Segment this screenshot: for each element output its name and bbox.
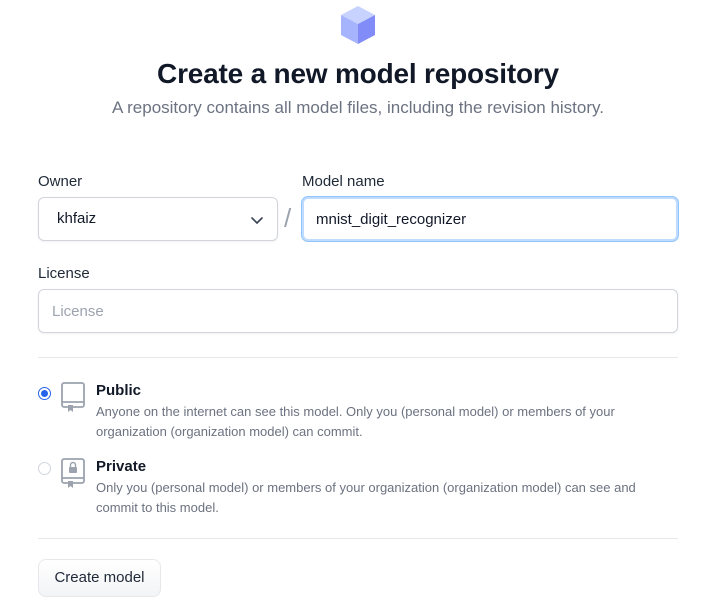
license-label: License (38, 265, 90, 282)
private-option-title: Private (96, 458, 147, 475)
divider (38, 538, 678, 539)
owner-name-separator: / (284, 203, 292, 233)
private-radio[interactable] (38, 462, 51, 475)
model-name-input[interactable] (302, 197, 678, 241)
license-input[interactable] (38, 289, 678, 333)
owner-select[interactable]: khfaiz (38, 197, 278, 241)
create-model-button[interactable]: Create model (38, 559, 161, 597)
public-option-title: Public (96, 382, 142, 399)
public-option-description: Anyone on the internet can see this mode… (96, 404, 615, 439)
owner-label: Owner (38, 173, 83, 190)
locked-book-icon (61, 458, 85, 488)
divider (38, 357, 678, 358)
model-name-label: Model name (302, 173, 385, 190)
private-option-description: Only you (personal model) or members of … (96, 480, 636, 515)
page-subtitle: A repository contains all model files, i… (112, 98, 604, 117)
book-icon (61, 382, 85, 412)
cube-logo-icon (341, 6, 375, 44)
chevron-down-icon (251, 217, 263, 224)
public-radio[interactable] (38, 387, 51, 400)
owner-select-value: khfaiz (57, 210, 97, 227)
page-title: Create a new model repository (157, 58, 559, 89)
